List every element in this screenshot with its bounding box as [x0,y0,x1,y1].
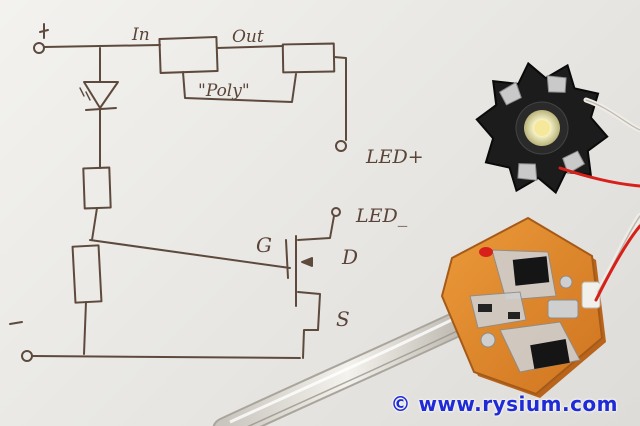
ribbon-cable [212,305,483,426]
label-out: Out [232,27,264,47]
wires-right [594,213,640,302]
led-plus-terminal [335,140,347,152]
ground-terminal [21,350,33,362]
label-drain: D [341,245,358,269]
resistor-upper [82,166,112,210]
led-star-board [475,61,609,195]
label-source: S [336,307,350,331]
output-resistor [281,42,336,74]
watermark-text: © www.rysium.com [390,392,618,416]
label-poly: "Poly" [198,81,250,101]
led-minus-terminal [331,207,341,217]
schematic-sketch [9,23,347,362]
label-gate: G [256,233,272,257]
driver-pcb [440,216,606,398]
zener-diode [83,81,119,109]
smd-chip-lower [530,339,570,369]
regulator-box [158,35,219,74]
resistor-lower [71,244,103,304]
input-terminal [33,42,45,54]
mosfet-gate [285,239,289,279]
label-led-plus: LED+ [365,146,424,168]
label-led-minus: LED_ [355,205,408,227]
sketch-labels: In Out "Poly" LED+ LED_ G D S [131,25,424,331]
smd-chip-upper [512,256,550,286]
label-in: In [131,25,150,45]
